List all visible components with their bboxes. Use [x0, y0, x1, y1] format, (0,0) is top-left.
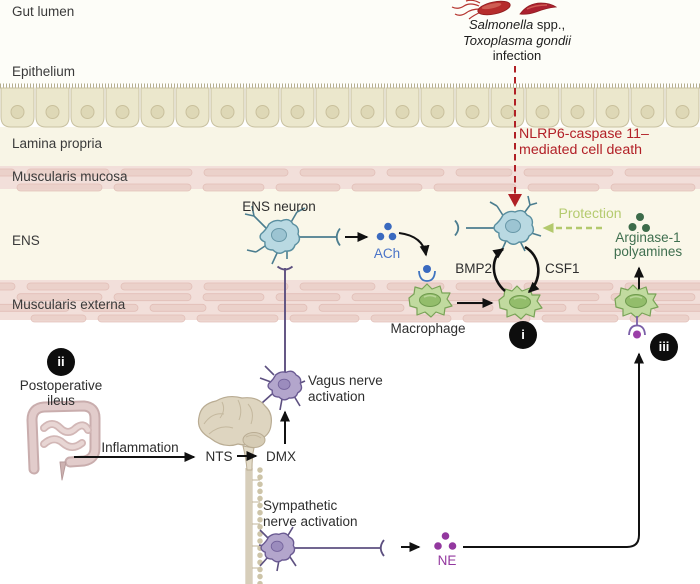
ach-molecules-icon [376, 222, 397, 241]
macrophage-label: Macrophage [390, 321, 466, 336]
infection-dashed-arrow [508, 66, 522, 207]
muscularis-mucosa-fibers [0, 168, 700, 192]
toxoplasma-icon [519, 2, 558, 15]
ens-neuron-label: ENS neuron [242, 199, 316, 214]
layer-label-gut-lumen: Gut lumen [12, 4, 75, 19]
salmonella-icon [451, 0, 511, 20]
ach-label: ACh [373, 246, 401, 261]
ne-receptor-icon [628, 316, 646, 339]
csf1-label: CSF1 [545, 261, 580, 276]
epithelium-cell-row [0, 87, 700, 128]
ne-to-macrophage-arrow [463, 352, 644, 548]
ens-neuron-2 [454, 195, 542, 253]
ach-to-macrophage-arrow [398, 232, 430, 257]
arginase-label: Arginase-1 polyamines [613, 230, 683, 259]
bmp2-csf1-cycle [492, 245, 540, 294]
bmp2-label: BMP2 [455, 261, 492, 276]
badge-iii: iii [650, 333, 678, 361]
cell-death-label: NLRP6-caspase 11– mediated cell death [519, 126, 649, 158]
intestine-icon [26, 400, 101, 481]
layer-label-epithelium: Epithelium [12, 64, 76, 79]
vagus-activation-label: Vagus nerve activation [308, 373, 383, 404]
ens-neuron-1 [244, 205, 341, 265]
sympathetic-activation-label: Sympathetic nerve activation [263, 498, 358, 529]
layer-label-lamina-propria: Lamina propria [12, 136, 103, 151]
vagus-neuron [259, 265, 306, 411]
layer-label-ens: ENS [12, 233, 40, 248]
layer-label-muscularis-mucosa: Muscularis mucosa [12, 169, 128, 184]
polyamine-molecules-icon [628, 213, 650, 232]
badge-i: i [509, 321, 537, 349]
brain-icon [197, 395, 272, 584]
layer-label-muscularis-externa: Muscularis externa [12, 297, 126, 312]
tissue-layers [0, 83, 700, 323]
ne-molecules-icon [434, 532, 457, 550]
nts-label: NTS [205, 449, 233, 464]
muscularis-externa-fibers [0, 282, 700, 323]
badge-ii: ii [47, 348, 75, 376]
infection-label: Salmonella spp., Toxoplasma gondii infec… [463, 17, 571, 63]
protection-label: Protection [558, 205, 622, 221]
postoperative-ileus-label: Postoperative ileus [19, 378, 103, 408]
dmx-label: DMX [266, 449, 296, 464]
inflammation-label: Inflammation [101, 440, 179, 455]
sympathetic-neuron [258, 526, 385, 572]
ne-label: NE [437, 553, 457, 568]
